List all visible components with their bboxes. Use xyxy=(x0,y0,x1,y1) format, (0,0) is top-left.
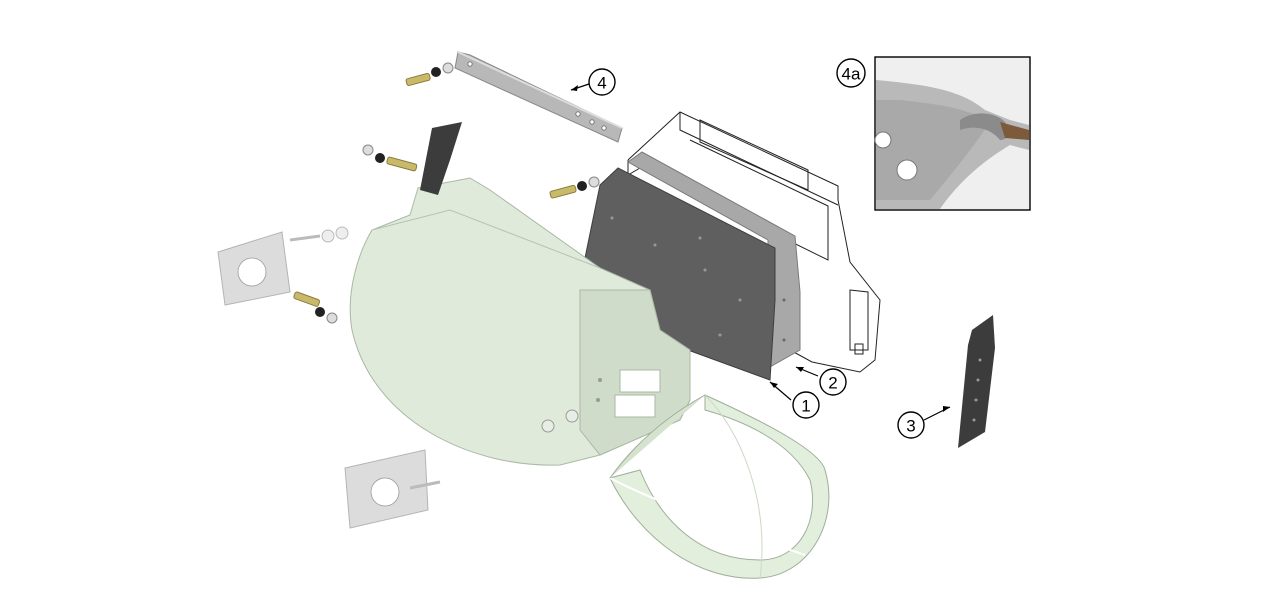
callout-3: 3 xyxy=(897,411,925,439)
drum-mount-bracket xyxy=(362,122,462,195)
side-bracket xyxy=(958,315,995,448)
callout-2: 2 xyxy=(819,368,847,396)
detail-inset-4a xyxy=(874,56,1031,211)
ghost-mounting-plate-upper xyxy=(217,226,349,306)
bolt-set-lower xyxy=(293,291,338,324)
drum-cover-sheet xyxy=(609,394,830,579)
ghost-mounting-plate-lower xyxy=(344,449,441,529)
callout-4a: 4a xyxy=(836,58,866,88)
leader-lines xyxy=(570,83,951,421)
hopper-housing-outline xyxy=(627,111,881,373)
callout-1-label: 1 xyxy=(801,397,810,416)
callout-4a-label: 4a xyxy=(842,65,861,84)
callout-4: 4 xyxy=(588,68,616,96)
callout-3-label: 3 xyxy=(906,417,915,436)
drum-body xyxy=(349,177,691,466)
angle-strip xyxy=(405,51,623,143)
callout-1: 1 xyxy=(792,391,820,419)
bolt-set-liner xyxy=(549,176,600,199)
callout-4-label: 4 xyxy=(597,74,606,93)
callout-2-label: 2 xyxy=(828,374,837,393)
